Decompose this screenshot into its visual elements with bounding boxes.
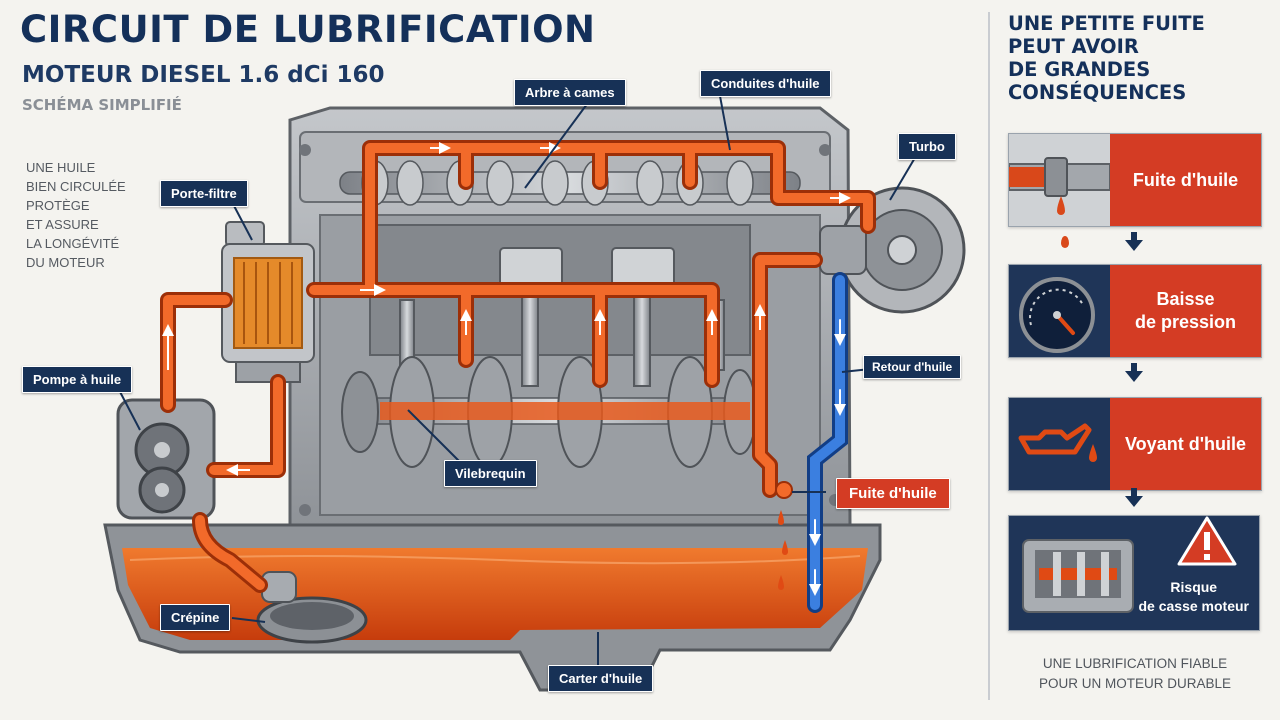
label-arbre-a-cames: Arbre à cames [514,79,626,106]
arrow-down-icon [1125,496,1143,507]
footer-line: POUR UN MOTEUR DURABLE [1038,676,1232,691]
diagram-title: CIRCUIT DE LUBRIFICATION [20,8,596,51]
intro-line: BIEN CIRCULÉE [26,179,126,194]
diagram-subtitle: MOTEUR DIESEL 1.6 dCi 160 [22,62,385,88]
leaking-pipe-icon [1009,157,1110,215]
footer-line: UNE LUBRIFICATION FIABLE [1042,656,1228,671]
heading-line: UNE PETITE FUITE [1008,12,1205,35]
turbocharger [819,186,966,314]
schema-caption: SCHÉMA SIMPLIFIÉ [22,96,182,114]
label-porte-filtre: Porte-filtre [160,180,248,207]
step-card-casse: Risque de casse moteur [1008,515,1260,631]
heading-line: CONSÉQUENCES [1008,81,1187,104]
pressure-gauge-icon [1019,277,1095,353]
intro-text: UNE HUILE BIEN CIRCULÉE PROTÈGE ET ASSUR… [26,158,166,272]
label-retour-huile: Retour d'huile [863,355,962,379]
step-card-voyant: Voyant d'huile [1008,397,1262,491]
step-label: Baisse [1156,289,1215,309]
lubrication-diagram [103,95,966,692]
label-crepine: Crépine [160,604,231,631]
leak-drops [775,481,793,590]
label-pompe-a-huile: Pompe à huile [22,366,133,393]
arrow-stem [1131,232,1137,240]
step-label: Fuite d'huile [1132,169,1239,190]
arrow-down-icon [1125,371,1143,382]
step-label: Risque [1170,579,1218,595]
arrow-stem [1131,488,1137,496]
consequences-heading: UNE PETITE FUITE PEUT AVOIR DE GRANDES C… [1008,12,1268,104]
step-label: Voyant d'huile [1125,433,1246,454]
arrow-stem [1131,363,1137,371]
leader-lines [117,95,917,667]
flow-arrows [162,142,851,476]
column-divider [988,12,990,700]
step-label: de casse moteur [1138,598,1250,614]
heading-line: PEUT AVOIR [1008,35,1139,58]
intro-line: PROTÈGE [26,198,90,213]
step-card-fuite: Fuite d'huile [1008,133,1262,227]
heading-line: DE GRANDES [1008,58,1151,81]
intro-line: LA LONGÉVITÉ [26,236,120,251]
label-carter-huile: Carter d'huile [548,665,654,692]
intro-line: ET ASSURE [26,217,99,232]
oil-pump [116,398,216,520]
oil-can-warning-icon [1018,423,1097,462]
step-drop-icon [1061,236,1069,248]
intro-line: UNE HUILE [26,160,96,175]
step-label: de pression [1134,312,1237,332]
footer-slogan: UNE LUBRIFICATION FIABLE POUR UN MOTEUR … [1000,654,1270,694]
step-card-pression: Baisse de pression [1008,264,1262,358]
crankshaft [341,356,766,468]
intro-line: DU MOTEUR [26,255,105,270]
label-fuite-huile: Fuite d'huile [836,478,950,509]
oil-strainer [256,571,368,644]
arrow-down-icon [1125,240,1143,251]
label-conduites-huile: Conduites d'huile [700,70,831,97]
label-turbo: Turbo [898,133,956,160]
oil-filter [221,221,315,383]
label-vilebrequin: Vilebrequin [444,460,537,487]
oil-return-pipe [807,272,848,613]
broken-engine-illustration [1022,516,1237,613]
